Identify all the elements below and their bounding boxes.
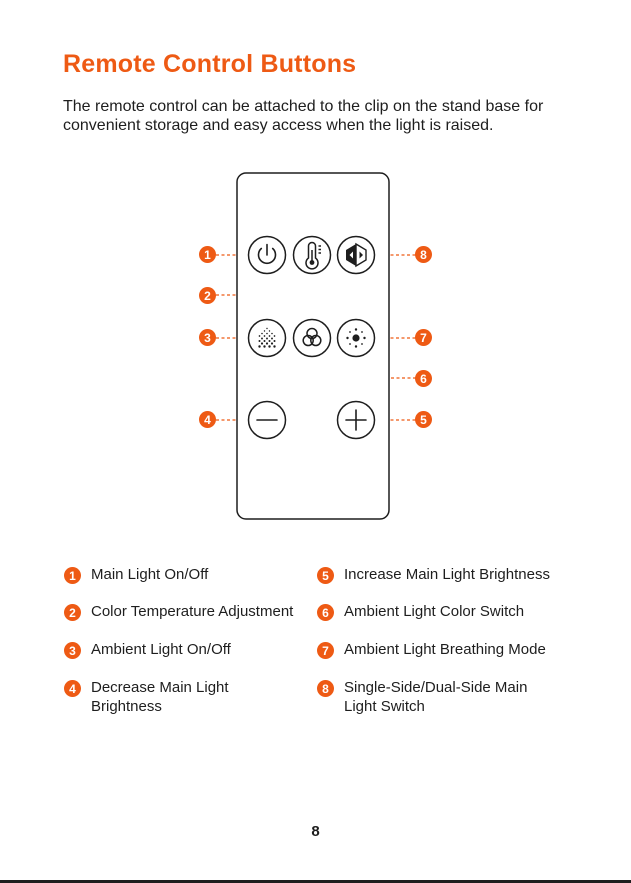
legend-label: Main Light On/Off — [91, 566, 209, 583]
callout-6: 6 — [415, 370, 432, 387]
legend-item: 4 Decrease Main Light Brightness — [64, 678, 256, 716]
legend-item: 8 Single-Side/Dual-Side Main Light Switc… — [317, 678, 559, 716]
legend-item: 3 Ambient Light On/Off — [64, 640, 321, 659]
legend-number: 2 — [64, 604, 81, 621]
legend-number: 3 — [64, 642, 81, 659]
legend-number: 1 — [64, 567, 81, 584]
legend-label: Ambient Light Breathing Mode — [344, 641, 546, 658]
ambient-color-button[interactable] — [292, 318, 332, 358]
increase-brightness-button[interactable] — [336, 400, 376, 440]
legend-number: 7 — [317, 642, 334, 659]
legend-item: 2 Color Temperature Adjustment — [64, 602, 321, 621]
intro-paragraph: The remote control can be attached to th… — [63, 98, 544, 134]
legend-label: Color Temperature Adjustment — [91, 603, 294, 620]
callout-8: 8 — [415, 246, 432, 263]
color-temperature-button[interactable] — [292, 235, 332, 275]
dotted-ambient-icon — [258, 327, 276, 348]
legend-item: 6 Ambient Light Color Switch — [317, 602, 604, 621]
power-icon — [257, 243, 277, 265]
legend-item: 1 Main Light On/Off — [64, 565, 321, 584]
callout-5: 5 — [415, 411, 432, 428]
legend-number: 5 — [317, 567, 334, 584]
legend-item: 5 Increase Main Light Brightness — [317, 565, 604, 584]
legend-label: Single-Side/Dual-Side Main Light Switch — [344, 679, 528, 715]
callout-2: 2 — [199, 287, 216, 304]
callout-4: 4 — [199, 411, 216, 428]
legend-number: 4 — [64, 680, 81, 697]
ambient-light-button[interactable] — [247, 318, 287, 358]
legend-number: 8 — [317, 680, 334, 697]
page-title: Remote Control Buttons — [63, 50, 357, 78]
power-button[interactable] — [247, 235, 287, 275]
legend-item: 7 Ambient Light Breathing Mode — [317, 640, 604, 659]
legend-label: Ambient Light On/Off — [91, 641, 231, 658]
breathing-mode-icon — [346, 328, 366, 348]
thermometer-icon — [305, 241, 321, 270]
single-dual-side-icon — [346, 242, 367, 268]
plus-icon — [345, 409, 367, 431]
callout-7: 7 — [415, 329, 432, 346]
decrease-brightness-button[interactable] — [247, 400, 287, 440]
callout-1: 1 — [199, 246, 216, 263]
remote-diagram — [216, 172, 416, 520]
legend-label: Ambient Light Color Switch — [344, 603, 525, 620]
callout-3: 3 — [199, 329, 216, 346]
breathing-mode-button[interactable] — [336, 318, 376, 358]
legend-label: Decrease Main Light Brightness — [91, 679, 229, 715]
bottom-rule — [0, 880, 631, 883]
legend-number: 6 — [317, 604, 334, 621]
color-circles-icon — [302, 327, 322, 347]
single-dual-side-button[interactable] — [336, 235, 376, 275]
page-number: 8 — [311, 823, 320, 840]
legend-label: Increase Main Light Brightness — [344, 566, 550, 583]
